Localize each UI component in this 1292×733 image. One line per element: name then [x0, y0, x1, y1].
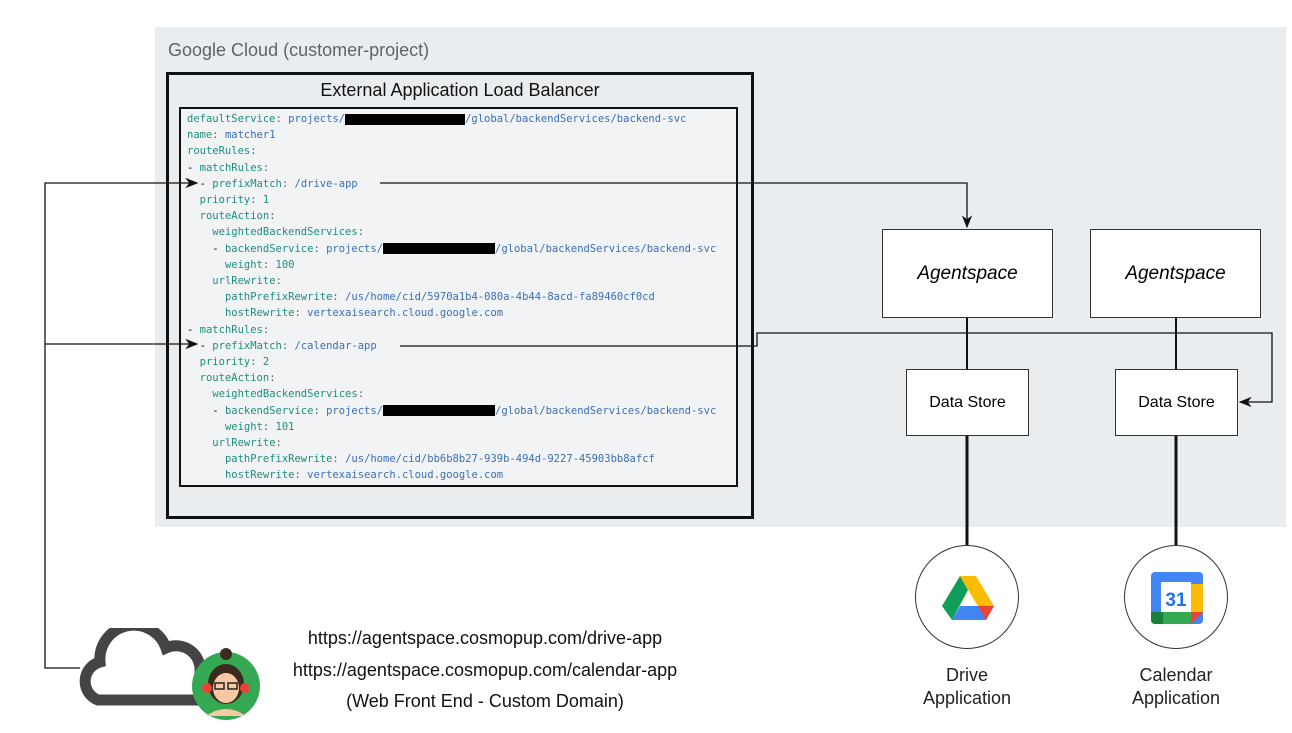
config-line: - prefixMatch: /calendar-app: [187, 339, 377, 352]
data-store-label: Data Store: [929, 393, 1006, 411]
config-line: pathPrefixRewrite: /us/home/cid/bb6b8b27…: [224, 453, 655, 466]
calendar-day: 31: [1165, 590, 1187, 611]
config-line: weightedBackendServices:: [212, 388, 371, 401]
config-value: vertexaisearch.cloud.google.com: [307, 307, 504, 320]
config-line: hostRewrite: vertexaisearch.cloud.google…: [224, 469, 504, 482]
config-key: weightedBackendServices: [212, 226, 358, 239]
config-value: projects/: [288, 113, 346, 125]
config-line: priority: 1: [199, 194, 270, 206]
config-value: /global/backendServices/backend-svc: [495, 404, 717, 417]
config-key: backendService: [224, 404, 314, 417]
url-map-config: defaultService: projects//global/backend…: [179, 107, 738, 487]
config-key: hostRewrite: [224, 469, 295, 482]
config-line: weightedBackendServices:: [212, 226, 371, 239]
config-value: /global/backendServices/backend-svc: [465, 113, 687, 125]
redacted-block: [383, 243, 496, 255]
config-key: pathPrefixRewrite: [224, 453, 333, 466]
config-key: weightedBackendServices: [212, 388, 358, 401]
config-key: prefixMatch: [212, 339, 282, 352]
agentspace-calendar-box: Agentspace: [1090, 229, 1261, 318]
data-store-calendar-box: Data Store: [1115, 369, 1238, 436]
label-line: Application: [922, 688, 1012, 708]
region-title: Google Cloud (customer-project): [168, 40, 430, 60]
config-key: matchRules: [199, 161, 263, 174]
config-key: priority: [199, 194, 251, 206]
config-key: routeAction: [199, 372, 270, 385]
config-line: pathPrefixRewrite: /us/home/cid/5970a1b4…: [224, 291, 655, 304]
drive-app-url: https://agentspace.cosmopup.com/drive-ap…: [307, 628, 663, 648]
config-line: - backendService: projects//global/backe…: [187, 404, 717, 417]
config-value: /us/home/cid/bb6b8b27-939b-494d-9227-459…: [345, 453, 655, 466]
config-line: routeRules:: [187, 145, 263, 158]
config-line: - prefixMatch: /drive-app: [187, 177, 358, 190]
config-value: /us/home/cid/5970a1b4-080a-4b44-8acd-fa8…: [345, 291, 655, 304]
calendar-app-circle: 31: [1124, 545, 1228, 649]
redacted-block: [345, 113, 466, 125]
drive-app-circle: [915, 545, 1019, 649]
config-line: - backendService: projects//global/backe…: [187, 242, 717, 255]
config-key: pathPrefixRewrite: [224, 291, 333, 304]
user-avatar-icon: [192, 648, 260, 720]
google-drive-icon: [942, 576, 994, 620]
config-line: urlRewrite:: [212, 437, 289, 449]
config-value: /global/backendServices/backend-svc: [495, 242, 717, 255]
config-key: prefixMatch: [212, 177, 282, 190]
config-key: urlRewrite: [212, 275, 276, 287]
config-key: defaultService: [187, 113, 276, 125]
agentspace-drive-box: Agentspace: [882, 229, 1053, 318]
config-value: projects/: [326, 404, 384, 417]
frontend-caption: (Web Front End - Custom Domain): [346, 691, 624, 711]
config-key: weight: [224, 420, 263, 433]
config-key: routeAction: [199, 210, 270, 223]
redacted-block: [383, 405, 496, 417]
load-balancer-title: External Application Load Balancer: [320, 80, 600, 100]
config-line: priority: 2: [199, 356, 270, 368]
config-value: 2: [262, 356, 270, 368]
config-line: routeAction:: [199, 210, 282, 223]
config-value: matcher1: [224, 129, 276, 142]
agentspace-label: Agentspace: [1125, 262, 1226, 284]
config-key: matchRules: [199, 323, 263, 336]
frontend-graphic: [79, 628, 260, 720]
config-key: routeRules: [187, 145, 251, 158]
config-value: vertexaisearch.cloud.google.com: [307, 469, 504, 482]
calendar-app-url: https://agentspace.cosmopup.com/calendar…: [292, 660, 678, 680]
request-line-drive: [44, 177, 199, 669]
config-key: urlRewrite: [212, 437, 276, 449]
config-value: /calendar-app: [294, 339, 377, 352]
label-line: Drive: [945, 665, 988, 685]
data-store-drive-box: Data Store: [906, 369, 1029, 436]
config-line: - matchRules:: [187, 161, 276, 174]
label-line: Calendar: [1139, 665, 1213, 685]
config-value: 1: [262, 194, 270, 206]
config-value: /drive-app: [294, 177, 358, 190]
config-value: projects/: [326, 242, 384, 255]
config-line: routeAction:: [199, 372, 282, 385]
config-line: name: matcher1: [187, 129, 276, 142]
agentspace-label: Agentspace: [917, 262, 1018, 284]
google-calendar-icon: 31: [1151, 572, 1203, 624]
data-store-label: Data Store: [1138, 393, 1215, 411]
config-value: 101: [275, 420, 295, 433]
config-line: weight: 100: [224, 258, 295, 271]
config-key: weight: [224, 258, 263, 271]
config-key: name: [187, 129, 213, 142]
config-key: backendService: [224, 242, 314, 255]
label-line: Application: [1131, 688, 1221, 708]
route-line-drive: [380, 182, 973, 229]
config-key: hostRewrite: [224, 307, 295, 320]
config-line: - matchRules:: [187, 323, 276, 336]
config-key: priority: [199, 356, 251, 368]
config-line: defaultService: projects//global/backend…: [187, 113, 687, 125]
config-line: urlRewrite:: [212, 275, 289, 287]
config-line: weight: 101: [224, 420, 295, 433]
config-line: hostRewrite: vertexaisearch.cloud.google…: [224, 307, 504, 320]
route-line-calendar: [400, 332, 1273, 408]
config-value: 100: [275, 258, 295, 271]
